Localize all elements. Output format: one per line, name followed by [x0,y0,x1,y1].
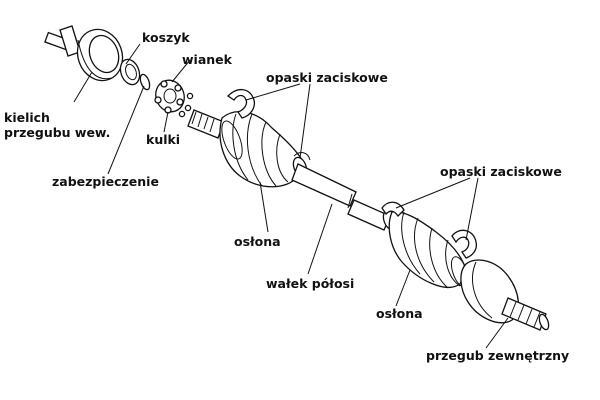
outer-cv-joint [460,259,550,331]
leader-lines [73,43,509,349]
inner-clamps [221,89,311,161]
label-kielich-line2: przegubu wew. [4,125,111,140]
label-oslona-bottom: osłona [376,306,423,321]
label-kielich-przegubu: kielich przegubu wew. [4,110,110,140]
label-oslona-left: osłona [234,234,281,249]
ring-assembly [154,79,194,118]
label-opaski-zaciskowe-top: opaski zaciskowe [266,70,388,85]
retaining-clip [139,73,151,91]
inner-shaft-end [187,109,225,139]
axle-shaft [291,163,391,231]
label-kielich-line1: kielich [4,110,50,125]
outer-boot [382,209,467,289]
label-wianek: wianek [182,52,232,67]
label-koszyk: koszyk [142,30,190,45]
label-kulki: kulki [146,132,181,147]
cage [119,58,141,86]
label-walek-polosi: wałek półosi [266,276,355,291]
label-przegub-zewnetrzny: przegub zewnętrzny [426,348,570,363]
outer-clamps [381,201,478,288]
label-opaski-zaciskowe-right: opaski zaciskowe [440,164,562,179]
label-zabezpieczenie: zabezpieczenie [52,174,159,189]
inner-joint-housing [44,25,124,82]
